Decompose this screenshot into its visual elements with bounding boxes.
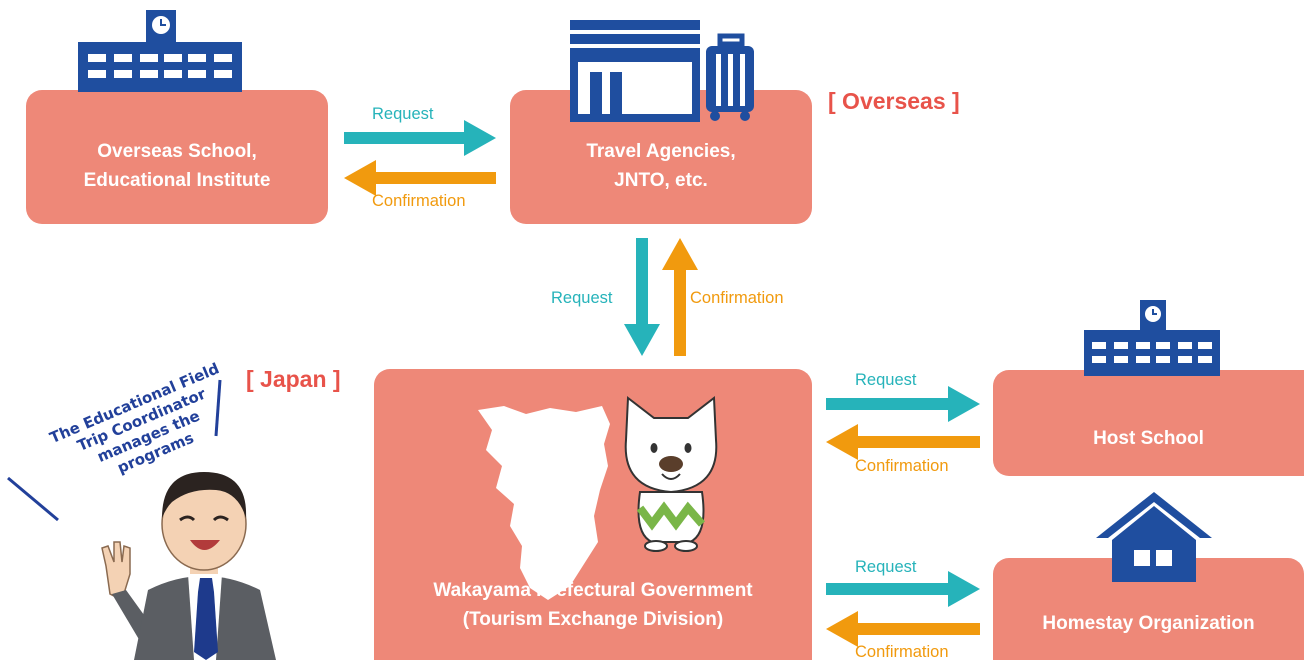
- host-school-box: Host School: [993, 370, 1304, 476]
- confirmation-label: Confirmation: [690, 289, 784, 307]
- request-arrow-right: [826, 571, 980, 607]
- overseas-region-label: [ Overseas ]: [828, 88, 960, 114]
- travel-agencies-label-line2: JNTO, etc.: [614, 169, 708, 191]
- confirmation-label: Confirmation: [855, 643, 949, 661]
- house-icon: [1096, 492, 1212, 582]
- confirmation-label: Confirmation: [372, 192, 466, 210]
- overseas-school-label-line1: Overseas School,: [97, 141, 257, 162]
- school-building-icon: [78, 10, 242, 92]
- overseas-school-box: Overseas School, Educational Institute: [26, 90, 328, 224]
- coordinator-figure: [101, 472, 276, 660]
- store-and-suitcase-icon: [570, 20, 754, 122]
- confirmation-arrow-up: [662, 238, 698, 356]
- confirmation-arrow-left: [826, 424, 980, 460]
- school-building-icon: [1084, 300, 1220, 376]
- speech-accent-lines: [7, 379, 222, 522]
- request-arrow-down: [624, 238, 660, 356]
- homestay-organization-label: Homestay Organization: [1042, 613, 1255, 634]
- request-arrow-right: [344, 120, 496, 156]
- wakayama-map-icon: [478, 406, 610, 600]
- government-label-line2: (Tourism Exchange Division): [462, 608, 724, 630]
- overseas-school-label-line2: Educational Institute: [83, 169, 271, 191]
- request-label: Request: [372, 105, 434, 123]
- request-label: Request: [855, 371, 917, 389]
- confirmation-arrow-left: [344, 160, 496, 196]
- request-label: Request: [551, 289, 613, 307]
- host-school-label: Host School: [1093, 428, 1204, 449]
- request-arrow-right: [826, 386, 980, 422]
- government-label-line1: Wakayama Prefectural Government: [433, 580, 753, 601]
- confirmation-arrow-left: [826, 611, 980, 647]
- travel-agencies-label-line1: Travel Agencies,: [586, 141, 736, 162]
- travel-agencies-box: Travel Agencies, JNTO, etc.: [510, 90, 812, 224]
- request-label: Request: [855, 558, 917, 576]
- mascot-icon: [624, 396, 718, 552]
- japan-region-label: [ Japan ]: [246, 366, 341, 392]
- confirmation-label: Confirmation: [855, 457, 949, 475]
